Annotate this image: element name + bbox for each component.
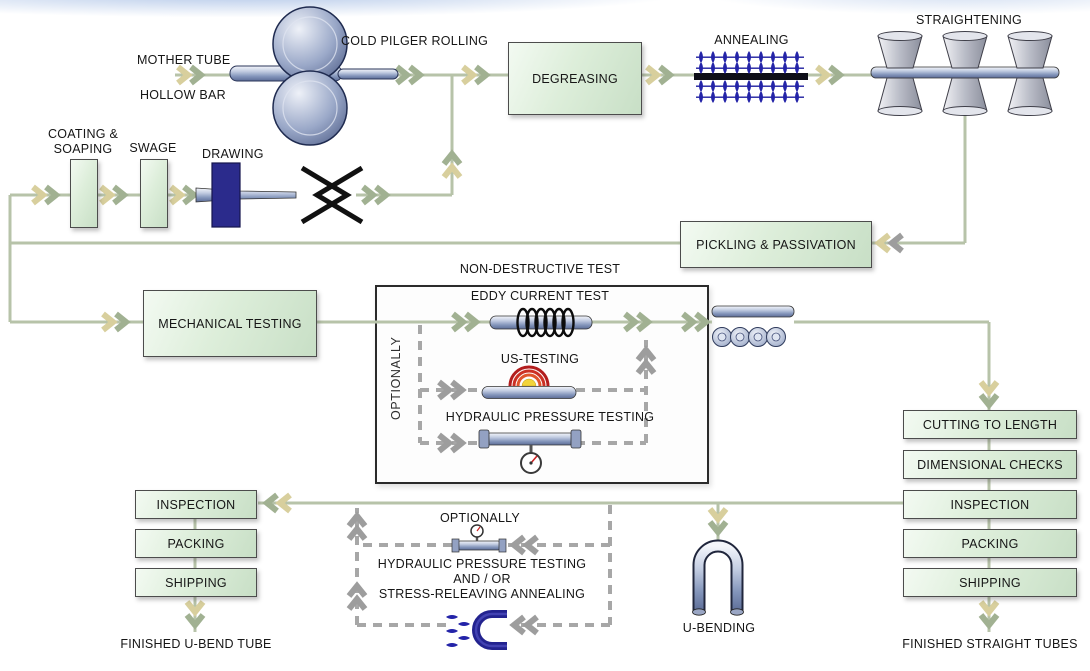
label-hollow-bar: HOLLOW BAR: [140, 88, 226, 102]
swage-box: [140, 159, 168, 228]
process-box-packing-left: PACKING: [135, 529, 257, 558]
label-optionally-ndt: OPTIONALLY: [389, 336, 403, 420]
top-blue-gradient: [0, 0, 1090, 26]
process-box-dimensional-checks: DIMENSIONAL CHECKS: [903, 450, 1077, 479]
process-box-inspection-left: INSPECTION: [135, 490, 257, 519]
u-bend-tube-icon: [692, 539, 744, 616]
process-box-degreasing: DEGREASING: [508, 42, 642, 115]
label-optional-treatments: HYDRAULIC PRESSURE TESTING AND / OR STRE…: [377, 557, 587, 601]
annealing-burners-icon: [694, 51, 808, 103]
drawing-grip-icon: [300, 165, 364, 225]
label-cold-pilger-rolling: COLD PILGER ROLLING: [341, 34, 489, 48]
label-annealing: ANNEALING: [714, 33, 789, 47]
process-box-inspection-right: INSPECTION: [903, 490, 1077, 519]
ultrasonic-test-icon: [481, 365, 577, 399]
label-hydraulic-pressure-testing: HYDRAULIC PRESSURE TESTING: [445, 410, 655, 424]
tube-bundle-icon: [711, 305, 795, 347]
label-finished-straight-tubes: FINISHED STRAIGHT TUBES: [902, 637, 1078, 651]
process-box-cutting-to-length: CUTTING TO LENGTH: [903, 410, 1077, 439]
label-swage: SWAGE: [129, 141, 177, 155]
eddy-current-coil-icon: [489, 307, 593, 338]
label-u-bending: U-BENDING: [682, 621, 756, 635]
drawing-die-icon: [195, 162, 297, 228]
process-box-pickling-passivation: PICKLING & PASSIVATION: [680, 221, 872, 268]
optional-dashed-lines: [355, 325, 648, 627]
process-box-packing-right: PACKING: [903, 529, 1077, 558]
stress-annealing-flames-icon: [446, 610, 507, 650]
label-non-destructive-test: NON-DESTRUCTIVE TEST: [459, 262, 621, 276]
hydraulic-test-gauge-icon: [478, 429, 582, 474]
label-straightening: STRAIGHTENING: [915, 13, 1023, 27]
label-finished-u-bend-tube: FINISHED U-BEND TUBE: [120, 637, 272, 651]
cold-pilger-rolls-icon: [229, 6, 399, 146]
label-eddy-current-test: EDDY CURRENT TEST: [470, 289, 610, 303]
process-box-shipping-right: SHIPPING: [903, 568, 1077, 597]
label-drawing: DRAWING: [202, 147, 264, 161]
straightening-rollers-icon: [870, 31, 1060, 116]
label-mother-tube: MOTHER TUBE: [137, 53, 231, 67]
small-hydraulic-test-icon: [451, 524, 507, 553]
process-box-shipping-left: SHIPPING: [135, 568, 257, 597]
label-coating-soaping: COATING & SOAPING: [47, 127, 119, 156]
label-optionally-bottom: OPTIONALLY: [439, 511, 521, 525]
label-us-testing: US-TESTING: [500, 352, 580, 366]
coating-soaping-box: [70, 159, 98, 228]
process-box-mechanical-testing: MECHANICAL TESTING: [143, 290, 317, 357]
